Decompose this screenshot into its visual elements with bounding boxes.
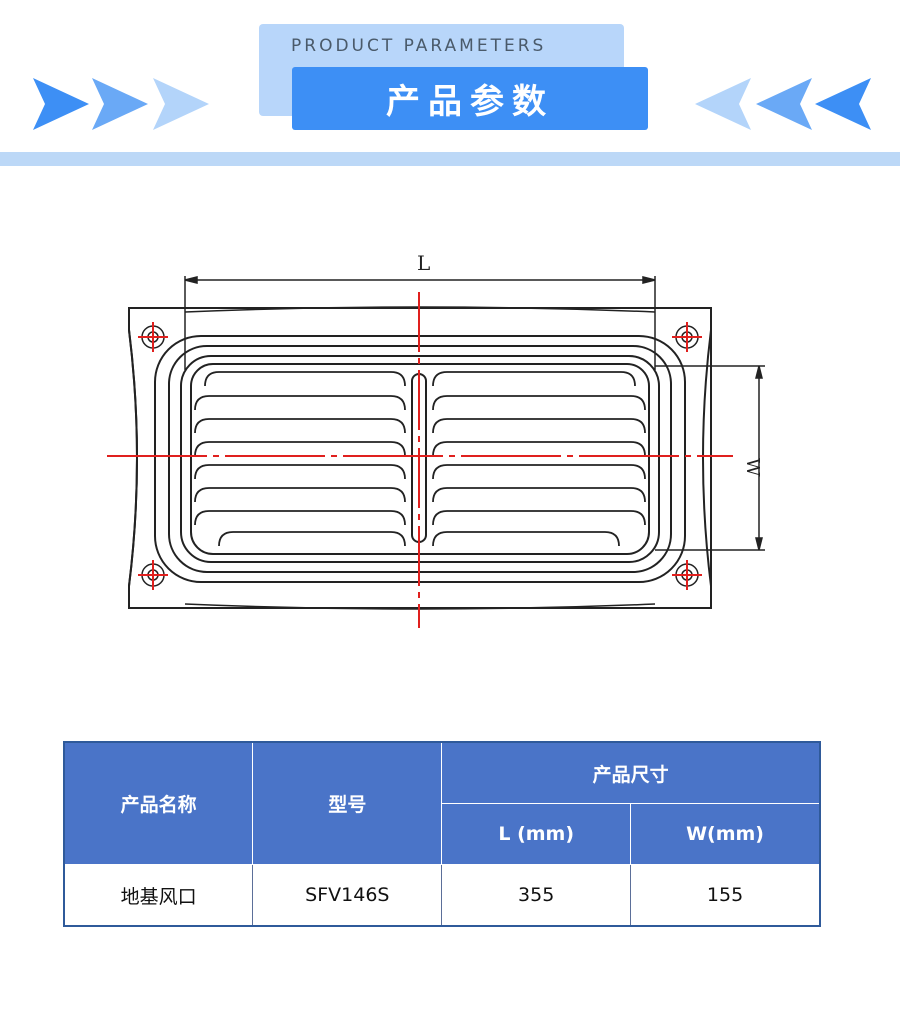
- vent-technical-drawing: L W: [107, 251, 765, 628]
- dimension-width-label: W: [742, 458, 763, 477]
- title-box: 产品参数: [292, 67, 648, 130]
- header-product-name: 产品名称: [63, 741, 254, 865]
- header-model: 型号: [252, 741, 443, 865]
- cell-model: SFV146S: [252, 864, 443, 927]
- dimension-length-label: L: [417, 251, 430, 275]
- header-width: W(mm): [630, 803, 821, 865]
- cell-length: 355: [441, 864, 632, 927]
- header-banner: PRODUCT PARAMETERS 产品参数: [0, 0, 900, 170]
- header-product-size: 产品尺寸: [441, 741, 821, 804]
- arrow-left-icon: [695, 78, 751, 130]
- header-divider-band: [0, 152, 900, 166]
- arrow-left-icon: [756, 78, 812, 130]
- arrow-right-icon: [33, 78, 89, 130]
- cell-product-name: 地基风口: [63, 864, 254, 927]
- parameters-table: 产品名称 型号 产品尺寸 L (mm) W(mm) 地基风口 SFV146S 3…: [63, 741, 821, 927]
- arrow-left-icon: [815, 78, 871, 130]
- page-title: 产品参数: [386, 82, 554, 122]
- arrow-right-icon: [153, 78, 209, 130]
- subtitle-text: PRODUCT PARAMETERS: [291, 36, 547, 56]
- cell-width: 155: [630, 864, 821, 927]
- table-row: 地基风口 SFV146S 355 155: [63, 864, 821, 927]
- header-length: L (mm): [441, 803, 632, 865]
- arrow-right-icon: [92, 78, 148, 130]
